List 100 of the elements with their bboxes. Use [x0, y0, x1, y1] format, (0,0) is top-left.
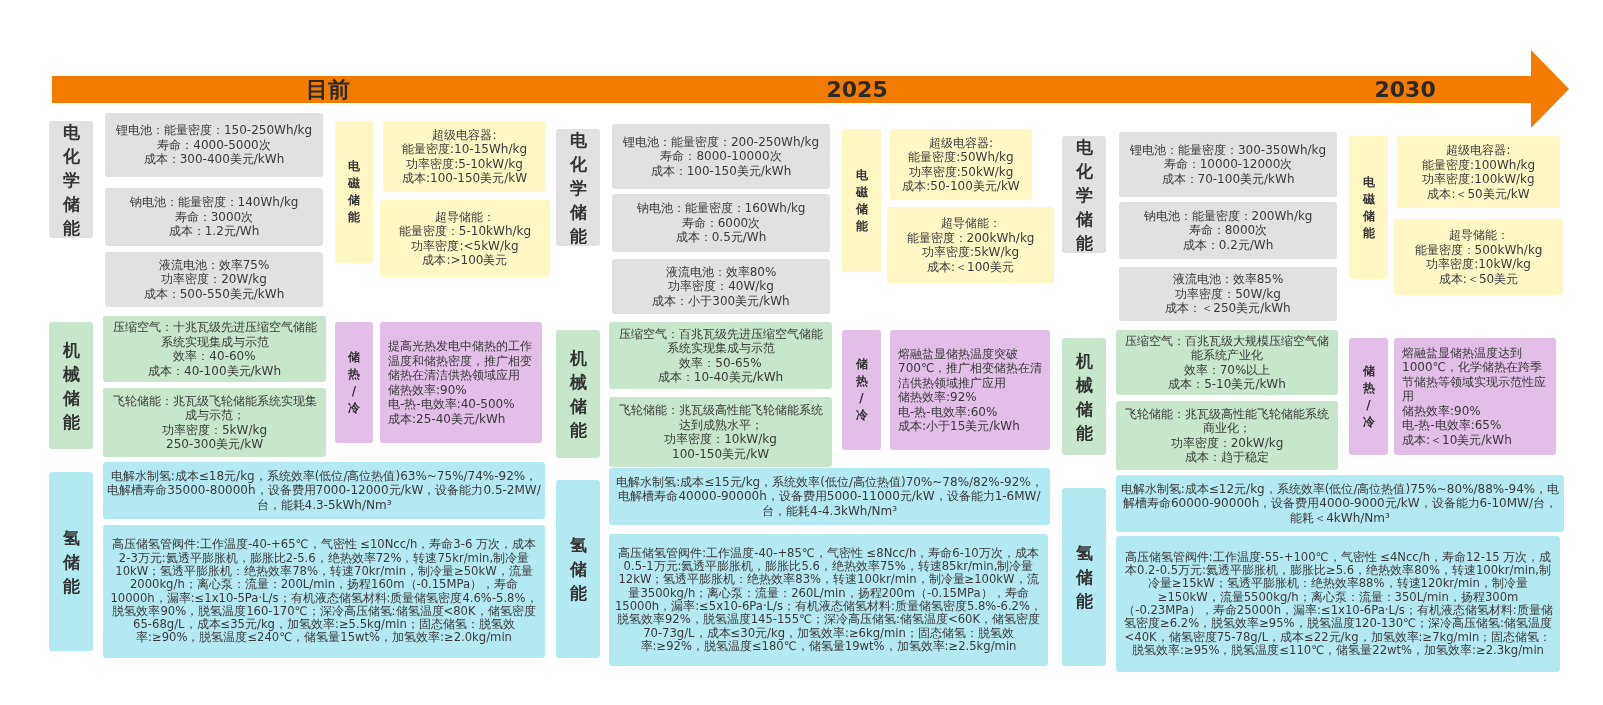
info-text: 电解水制氢:成本≤18元/kg，系统效率(低位/高位热值)63%~75%/74%-92%，电解槽寿命35000-80000h，设备费用7000-12000元/kW，设备能力0.5-2MW/台，能耗4.3-5kWh/Nm³ — [107, 468, 541, 513]
info-text: 熔融盐显储热温度达到1000℃，化学储热在跨季节储热等领域实现示范性应用 — [1402, 345, 1547, 404]
info-text: 高压储氢管阀件:工作温度-55-+100℃，气密性 ≤4Ncc/h，寿命12-15 万次，成本0.2-0.5万元:氦透平膨胀机，膨胀比≥5.6，绝热效率80%，转速100kr/min,制冷量≥15kW；氢透平膨胀机：绝热效率88%，转速120kr/min，制冷量≥150kW，流量5500kg/h；离心泵：流量：350L/min，扬程300m（-0.23MPa），寿命25000h，漏率:≤1x10-6Pa·L/s；有机液态储氢材料:质量储氢密度≥6.2%，脱氢效率≥95%，脱氢温度120-130℃；深冷高压储氢:储氢温度<40K，储氢密度75-78g/L，成本≤22元/kg，加氢效率:≥7kg/min；固态储氢：脱氢效率:≥95%，脱氢温度≤110℃，储氢量22wt%，加氢效率:≥2.3kg/min — [1122, 550, 1554, 658]
category-label: 氢储能 — [569, 534, 587, 605]
info-box — [380, 200, 550, 277]
info-text: 电解水制氢:成本≤12元/kg，系统效率(低位/高位热值)75%~80%/88%-94%，电解槽寿命60000-90000h，设备费用4000-9000元/kW，设备能力6-10MW/台，能耗＜4kWh/Nm³ — [1120, 481, 1560, 526]
info-box — [1116, 536, 1560, 672]
category-box — [1349, 136, 1388, 279]
category-box — [842, 129, 881, 272]
info-text: 成本:>100美元 — [422, 253, 508, 268]
info-box — [105, 252, 323, 307]
info-box — [612, 194, 830, 252]
category-box — [1062, 338, 1106, 455]
info-text: 功率密度:5kW/kg — [921, 245, 1020, 260]
info-box — [103, 525, 545, 658]
info-box — [1394, 219, 1563, 295]
category-box — [1062, 136, 1106, 253]
info-box — [1119, 132, 1337, 197]
info-box — [103, 388, 326, 457]
info-text: 成本:小于15美元/kWh — [898, 419, 1020, 434]
category-label: 电磁储能 — [1362, 173, 1375, 242]
info-text: 功率密度：20kW/kg — [1170, 435, 1284, 450]
info-text: 锂电池：能量密度：150-250Wh/kg — [115, 123, 313, 138]
info-text: 寿命：8000次 — [1188, 223, 1268, 238]
info-text: 功率密度:<5kW/kg — [411, 238, 519, 253]
info-box — [1116, 401, 1338, 470]
info-box — [887, 207, 1054, 283]
info-text: 飞轮储能：兆瓦级高性能飞轮储能系统商业化； — [1124, 406, 1330, 436]
info-text: 成本：5-10美元/kWh — [1168, 377, 1286, 392]
info-box — [890, 129, 1032, 200]
info-text: 锂电池：能量密度：200-250Wh/kg — [622, 134, 820, 150]
info-text: 功率密度:5-10kW/kg — [406, 156, 523, 171]
category-label: 电磁储能 — [347, 158, 361, 226]
info-text: 成本：0.5元/Wh — [675, 230, 767, 245]
info-text: 成本：500-550美元/kWh — [143, 286, 285, 302]
info-text: 寿命：10000-12000次 — [1163, 157, 1293, 172]
info-box — [103, 462, 545, 519]
category-label: 机械储能 — [1075, 349, 1093, 445]
info-box — [380, 322, 542, 443]
category-box — [556, 330, 600, 458]
info-text: 功率密度:100kW/kg — [1422, 172, 1535, 187]
info-text: 电-热-电效率:40-500% — [388, 397, 515, 412]
info-text: 飞轮储能：兆瓦级飞轮储能系统实现集成与示范； — [111, 393, 318, 423]
info-text: 能量密度：500kWh/kg — [1414, 242, 1543, 257]
info-box — [609, 468, 1050, 525]
info-text: 100-150美元/kW — [672, 446, 769, 461]
info-box — [612, 259, 830, 314]
category-label: 机械储能 — [62, 338, 80, 434]
info-text: 高压储氢管阀件:工作温度-40-+85℃，气密性 ≤8Ncc/h，寿命6-10万次，成本0.5-1万元:氦透平膨胀机，膨胀比5.6，绝热效率75%，转速85kr/min,制冷量12kW；氢透平膨胀机：绝热效率83%，转速100kr/min，制冷量≥100kW，流量3500kg/h；离心泵：流量：260L/min，扬程200m（-0.15MPa），寿命15000h，漏率:≤5x10-6Pa·L/s；有机液态储氢材料:质量储氢密度5.8%-6.2%，脱氢效率92%，脱氢温度145-155℃；深冷高压储氢:储氢温度<60K，储氢密度70-73g/L，成本≤30元/kg，加氢效率:≥6kg/min；固态储氢：脱氢效率:≥92%，脱氢温度≤180℃，储氢量19wt%，加氢效率:≥2.5kg/min — [613, 546, 1044, 654]
timeline-label: 2030 — [1374, 77, 1436, 103]
info-text: 储热效率:92% — [898, 390, 977, 405]
info-text: 成本：小于300美元/kWh — [652, 293, 790, 309]
info-text: 液流电池：效率80% — [665, 264, 777, 280]
info-text: 寿命：6000次 — [681, 215, 761, 231]
category-label: 氢储能 — [1075, 542, 1093, 613]
info-box — [609, 397, 832, 467]
info-box — [890, 330, 1050, 450]
info-text: 电-热-电效率:65% — [1402, 418, 1502, 433]
info-box — [103, 316, 326, 382]
category-label: 储热/冷 — [347, 348, 361, 417]
info-text: 效率：70%以上 — [1183, 362, 1271, 377]
info-box — [383, 121, 546, 192]
info-text: 能量密度：200kWh/kg — [906, 230, 1035, 245]
info-text: 钠电池：能量密度：200Wh/kg — [1143, 208, 1313, 224]
info-text: 功率密度：40W/kg — [668, 279, 774, 294]
info-text: 钠电池：能量密度：160Wh/kg — [636, 201, 806, 216]
info-text: 飞轮储能：兆瓦级高性能飞轮储能系统达到成熟水平； — [617, 403, 824, 432]
info-text: 成本：40-100美元/kWh — [148, 363, 281, 378]
info-text: 成本：300-400美元/kWh — [143, 152, 285, 167]
info-text: 功率密度：5kW/kg — [161, 422, 268, 437]
info-text: 成本:＜10美元/kWh — [1402, 432, 1512, 448]
info-text: 寿命：3000次 — [174, 209, 254, 225]
info-text: 成本:＜50美元/kW — [1427, 186, 1530, 201]
info-text: 250-300美元/kW — [166, 437, 263, 452]
info-text: 寿命：4000-5000次 — [157, 137, 271, 153]
info-text: 成本:＜50美元 — [1438, 271, 1519, 286]
category-box — [556, 129, 600, 246]
info-text: 成本：0.2元/Wh — [1182, 237, 1274, 253]
category-box — [556, 480, 600, 658]
info-text: 液流电池：效率85% — [1172, 272, 1284, 287]
info-text: 寿命：8000-10000次 — [660, 149, 782, 164]
info-text: 钠电池：能量密度：140Wh/kg — [129, 195, 299, 210]
info-box — [1119, 202, 1337, 259]
timeline-label: 目前 — [306, 77, 350, 103]
category-box — [1062, 488, 1106, 666]
category-label: 电化学储能 — [1075, 135, 1093, 255]
info-text: 成本:＜100美元 — [927, 259, 1014, 274]
category-box — [49, 121, 93, 238]
category-box — [335, 121, 373, 263]
info-text: 成本:25-40美元/kWh — [388, 411, 506, 426]
info-text: 熔融盐显储热温度突破700℃，推广相变储热在清洁供热领域推广应用 — [898, 346, 1044, 390]
info-box — [105, 113, 323, 177]
info-box — [612, 124, 830, 189]
info-text: 成本:50-100美元/kW — [902, 179, 1020, 194]
info-text: 能量密度：5-10kWh/kg — [398, 224, 532, 239]
info-text: 成本:100-150美元/kW — [401, 171, 527, 186]
timeline-label: 2025 — [826, 77, 888, 103]
info-text: 效率：40-60% — [173, 349, 256, 364]
info-box — [1119, 267, 1337, 321]
category-label: 电磁储能 — [855, 166, 868, 235]
